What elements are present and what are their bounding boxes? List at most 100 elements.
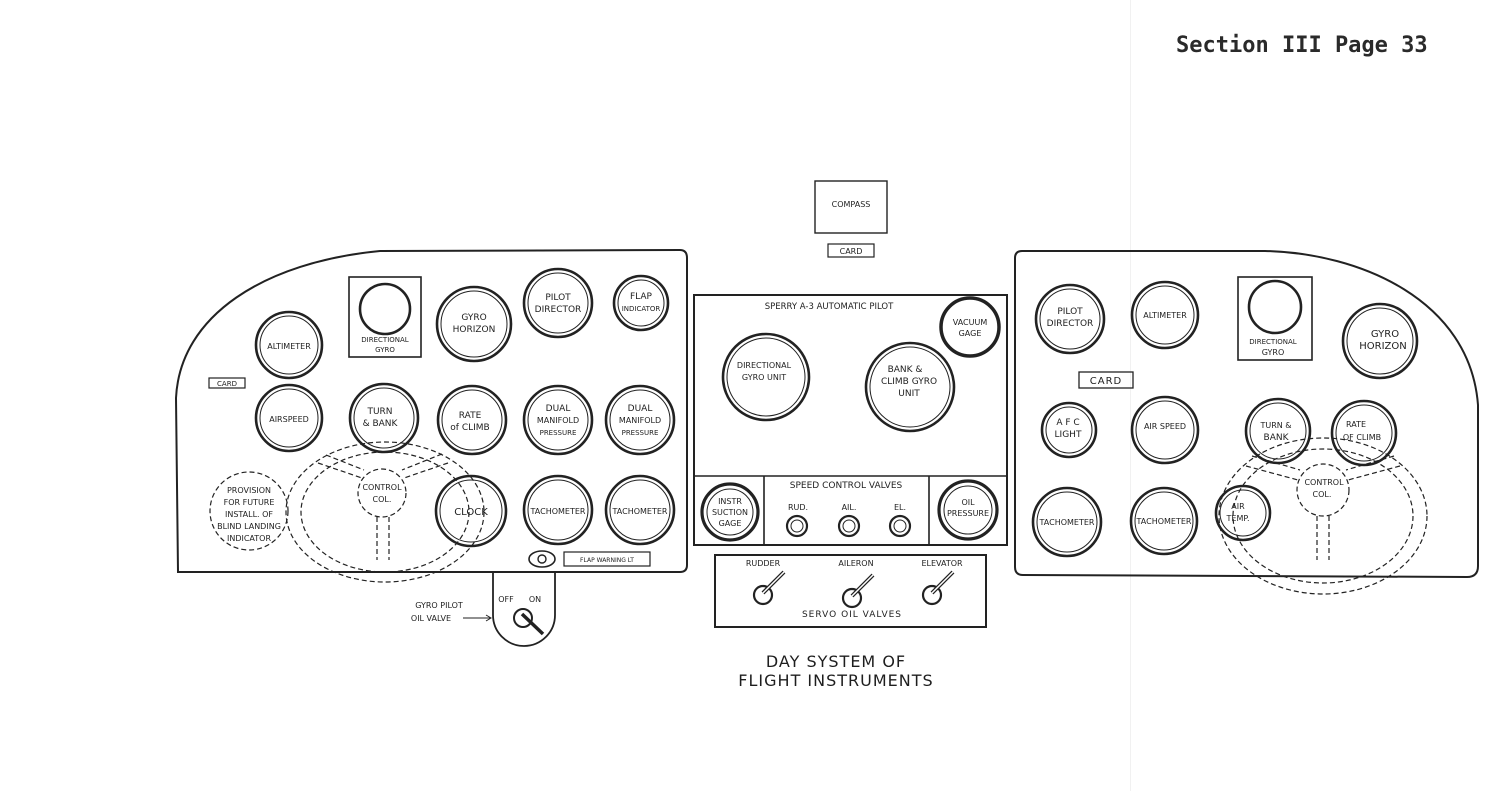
rate-of-climb-gauge: RATE of CLIMB [436,384,508,456]
svg-text:RUDDER: RUDDER [746,559,781,568]
svg-text:CARD: CARD [1090,376,1122,387]
svg-text:UNIT: UNIT [898,389,920,399]
gyro-horizon-gauge: GYRO HORIZON [435,285,513,363]
svg-text:OIL: OIL [961,498,975,507]
svg-text:TACHOMETER: TACHOMETER [1039,518,1095,527]
afc-light: A F C LIGHT [1040,401,1098,459]
directional-gyro-gauge: DIRECTIONAL GYRO [348,276,422,358]
svg-text:GYRO UNIT: GYRO UNIT [742,373,786,382]
svg-text:TACHOMETER: TACHOMETER [612,507,668,516]
svg-text:INDICATOR: INDICATOR [227,534,271,543]
svg-text:RATE: RATE [1346,420,1366,429]
svg-text:FLAP WARNING LT: FLAP WARNING LT [580,557,634,564]
svg-text:INSTR: INSTR [718,497,742,506]
right-tachometer-gauge-2: TACHOMETER [1129,486,1199,556]
directional-gyro-unit: DIRECTIONAL GYRO UNIT [721,332,811,422]
left-panel: ALTIMETER DIRECTIONAL GYRO GYRO HORIZON … [174,248,688,583]
svg-text:CARD: CARD [217,380,237,388]
vacuum-gage: VACUUM GAGE [939,296,1001,358]
oil-pressure-gauge: OIL PRESSURE [937,479,999,541]
right-card: CARD [1078,371,1134,389]
svg-text:AILERON: AILERON [838,559,873,568]
altimeter-gauge: ALTIMETER [254,310,324,380]
svg-text:TACHOMETER: TACHOMETER [1136,517,1192,526]
svg-text:TACHOMETER: TACHOMETER [530,507,586,516]
right-directional-gyro-gauge: DIRECTIONAL GYRO [1237,276,1313,361]
svg-text:DIRECTIONAL: DIRECTIONAL [737,361,792,370]
right-air-speed-gauge: AIR SPEED [1130,395,1200,465]
svg-text:AIR: AIR [1231,502,1245,511]
left-panel-outline [174,248,688,573]
svg-text:ALTIMETER: ALTIMETER [267,342,311,351]
svg-text:INSTALL. OF: INSTALL. OF [225,510,273,519]
compass-card-label: CARD [840,247,863,256]
svg-text:CLIMB GYRO: CLIMB GYRO [881,377,937,387]
svg-text:OF CLIMB: OF CLIMB [1343,433,1381,442]
svg-text:OIL VALVE: OIL VALVE [411,614,451,623]
right-altimeter-gauge: ALTIMETER [1130,280,1200,350]
autopilot-title: SPERRY A-3 AUTOMATIC PILOT [765,302,894,312]
servo-oil-valves-panel: RUDDER AILERON ELEVATOR SERVO OIL VALVES [714,554,987,628]
svg-text:CONTROL: CONTROL [1304,478,1344,487]
left-card: CARD [208,377,246,389]
svg-text:PRESSURE: PRESSURE [622,429,659,437]
svg-text:GAGE: GAGE [719,519,742,528]
bank-climb-gyro-unit: BANK & CLIMB GYRO UNIT [864,341,956,433]
svg-text:HORIZON: HORIZON [453,325,496,335]
svg-text:FOR FUTURE: FOR FUTURE [224,498,275,507]
diagram-caption: DAY SYSTEM OF FLIGHT INSTRUMENTS [718,652,954,690]
compass-label: COMPASS [832,200,871,209]
compass: COMPASS CARD [814,180,888,258]
caption-line-2: FLIGHT INSTRUMENTS [738,671,934,690]
pilot-director-gauge: PILOT DIRECTOR [522,267,594,339]
svg-text:BLIND LANDING: BLIND LANDING [217,522,281,531]
svg-text:GYRO: GYRO [1262,348,1285,357]
svg-text:TURN: TURN [366,407,392,417]
svg-text:TURN &: TURN & [1259,421,1291,430]
svg-text:ELEVATOR: ELEVATOR [921,559,963,568]
tachometer-gauge-1: TACHOMETER [522,474,594,546]
svg-text:INDICATOR: INDICATOR [622,305,661,313]
svg-text:DUAL: DUAL [628,404,653,414]
svg-text:DUAL: DUAL [546,404,571,414]
svg-text:PRESSURE: PRESSURE [947,509,989,518]
servo-oil-valves-label: SERVO OIL VALVES [802,610,902,620]
svg-text:PILOT: PILOT [1057,307,1083,317]
center-panel: SPERRY A-3 AUTOMATIC PILOT VACUUM GAGE D… [693,294,1008,546]
instrument-suction-gage: INSTR SUCTION GAGE [700,482,760,542]
svg-text:SUCTION: SUCTION [712,508,748,517]
svg-text:ALTIMETER: ALTIMETER [1143,311,1187,320]
rudder-servo-valve: RUDDER [746,559,786,606]
right-tachometer-gauge-1: TACHOMETER [1031,486,1103,558]
svg-text:DIRECTIONAL: DIRECTIONAL [1249,338,1297,346]
svg-text:RATE: RATE [459,411,482,421]
right-gyro-horizon-gauge: GYRO HORIZON [1341,302,1419,380]
svg-text:GAGE: GAGE [959,329,982,338]
svg-text:BANK &: BANK & [888,365,923,375]
flap-warning-light: FLAP WARNING LT [528,550,651,568]
svg-text:OFF: OFF [498,595,514,604]
svg-text:DIRECTOR: DIRECTOR [1047,319,1094,329]
svg-text:AIR SPEED: AIR SPEED [1144,422,1186,431]
svg-text:RUD.: RUD. [788,503,808,512]
svg-text:PRESSURE: PRESSURE [540,429,577,437]
svg-text:COL.: COL. [373,495,392,504]
svg-text:of CLIMB: of CLIMB [450,423,489,433]
aileron-speed-valve: AIL. [837,503,861,538]
svg-text:CONTROL: CONTROL [362,483,402,492]
svg-text:GYRO: GYRO [461,313,486,323]
svg-text:MANIFOLD: MANIFOLD [537,416,579,425]
right-pilot-director-gauge: PILOT DIRECTOR [1034,283,1106,355]
svg-text:MANIFOLD: MANIFOLD [619,416,661,425]
scan-fold-line [1130,0,1131,791]
speed-control-valves-label: SPEED CONTROL VALVES [790,481,903,491]
rudder-speed-valve: RUD. [785,503,809,538]
svg-text:VACUUM: VACUUM [953,318,988,327]
right-turn-bank-gauge: TURN & BANK [1244,397,1312,465]
svg-text:BANK: BANK [1264,433,1290,443]
right-panel: PILOT DIRECTOR ALTIMETER DIRECTIONAL GYR… [1014,250,1479,595]
flap-indicator-gauge: FLAP INDICATOR [612,274,670,332]
svg-text:GYRO: GYRO [375,346,395,354]
turn-bank-gauge: TURN & BANK [348,382,420,454]
svg-text:HORIZON: HORIZON [1359,341,1407,352]
